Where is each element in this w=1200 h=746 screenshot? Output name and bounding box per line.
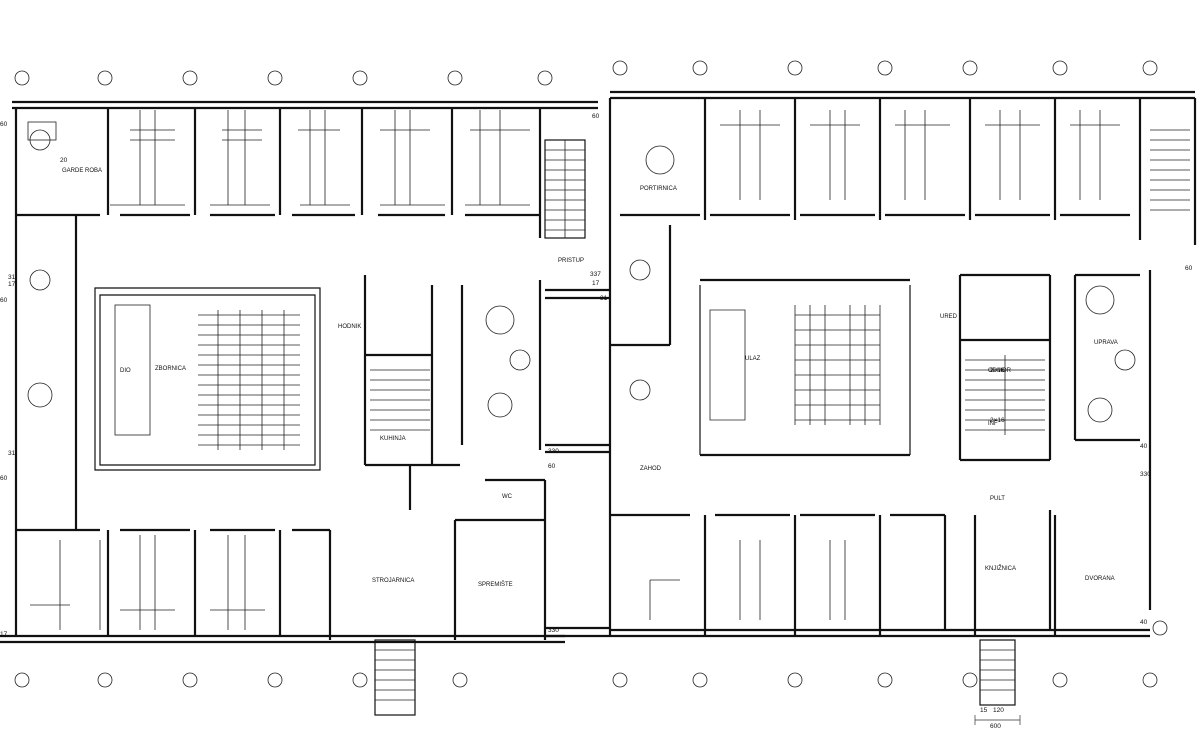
dim-40-right-b: 40 [1140, 619, 1148, 626]
dim-stair-a: 2×16 [990, 367, 1005, 374]
connector [545, 288, 610, 638]
dim-60-conn: 60 [592, 113, 600, 120]
dim-stair-b: 2×16 [990, 417, 1005, 424]
label-dio: DIO [120, 368, 131, 374]
stair-entrance-left [374, 639, 416, 716]
desks-top-left [27, 110, 530, 206]
stair-mid [370, 369, 430, 431]
label-ulaz: ULAZ [745, 356, 761, 362]
stair-entrance-right [974, 639, 1021, 725]
dim-40-right: 40 [1140, 443, 1148, 450]
dim-60-left-mid: 60 [0, 297, 8, 304]
dim-17-left-b: 17 [0, 631, 8, 638]
dim-15: 15 [980, 707, 988, 714]
label-strojarnica: STROJARNICA [372, 578, 414, 584]
stair-right [965, 129, 1190, 435]
label-pult: PULT [990, 496, 1005, 502]
desks-bottom-right [649, 540, 846, 620]
right-wing [608, 60, 1197, 725]
stair-left [544, 139, 586, 239]
dim-60-conn-b: 60 [548, 463, 556, 470]
dim-60-left-low: 60 [0, 475, 8, 482]
label-zbornica: ZBORNICA [155, 366, 186, 372]
label-ured: URED [940, 314, 958, 320]
desks-top-right [645, 110, 1120, 200]
label-spremiste: SPREMIŠTE [478, 581, 513, 588]
label-garderoba: GARDE ROBA [62, 168, 102, 174]
label-odmor: ODMOR [988, 368, 1012, 374]
dim-17-conn: 17 [592, 280, 600, 287]
label-knjiznica: KNJIŽNICA [985, 564, 1016, 572]
label-dvorana: DVORANA [1085, 576, 1115, 582]
label-kuhinja: KUHINJA [380, 436, 406, 442]
fixtures-right [629, 259, 1136, 423]
hall-seating-right [794, 305, 881, 425]
room-labels: GARDE ROBA PRISTUP DIO ZBORNICA KUHINJA … [62, 168, 1118, 588]
dim-60-left-top: 60 [0, 121, 8, 128]
dim-31-conn: 31 [600, 295, 608, 302]
grid-bubbles-right [612, 60, 1168, 688]
desks-bottom-left [30, 535, 265, 630]
dim-20: 20 [60, 157, 68, 164]
dim-600: 600 [990, 723, 1001, 730]
hall-seating [114, 304, 300, 450]
dim-330-b: 330 [548, 627, 559, 634]
label-inf: INF [988, 421, 998, 427]
fixtures-left [27, 129, 531, 418]
dim-120: 120 [993, 707, 1004, 714]
dim-330-a: 330 [548, 448, 559, 455]
left-wing [0, 70, 598, 716]
dim-17-left: 17 [8, 281, 16, 288]
label-zahod: ZAHOD [640, 466, 662, 472]
dim-31-left: 31 [8, 274, 16, 281]
grid-bubbles-left [14, 70, 553, 688]
dim-60-right: 60 [1185, 265, 1193, 272]
dim-330-right: 330 [1140, 471, 1151, 478]
dim-31-left-b: 31 [8, 450, 16, 457]
label-portirnica: PORTIRNICA [640, 186, 677, 192]
label-pristup: PRISTUP [558, 258, 584, 264]
dimension-labels: 60 31 17 60 31 60 17 60 337 17 31 330 60… [0, 113, 1193, 730]
label-hodnik: HODNIK [338, 324, 361, 330]
dim-337: 337 [590, 271, 601, 278]
label-uprava: UPRAVA [1094, 340, 1118, 346]
label-wc: WC [502, 494, 513, 500]
